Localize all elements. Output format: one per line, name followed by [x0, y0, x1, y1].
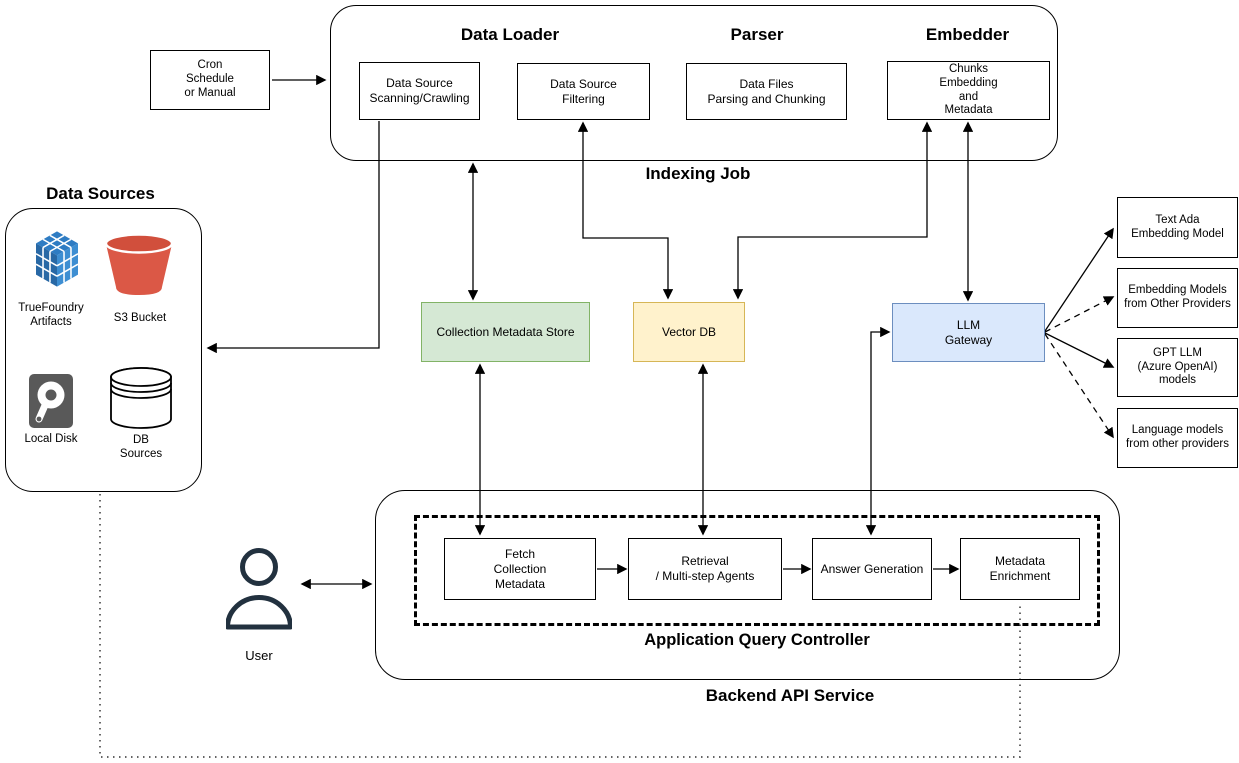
- application-query-controller-label: Application Query Controller: [644, 631, 870, 649]
- node-llm-gateway: LLM Gateway: [892, 303, 1045, 362]
- node-gpt-llm-azure-openai: GPT LLM (Azure OpenAI) models: [1117, 338, 1238, 397]
- user-icon: [226, 540, 292, 630]
- connector-embedder-vector-db: [732, 121, 933, 300]
- node-vector-db: Vector DB: [633, 302, 745, 362]
- node-text-ada-embedding-model: Text Ada Embedding Model: [1117, 197, 1238, 258]
- truefoundry-artifacts-icon: [36, 231, 78, 287]
- node-answer-generation: Answer Generation: [812, 538, 932, 600]
- node-data-source-filtering: Data Source Filtering: [517, 63, 650, 120]
- local-disk-label: Local Disk: [24, 433, 78, 445]
- connector-answer-generation-llm-gateway: [865, 326, 891, 536]
- section-title-parser: Parser: [730, 25, 784, 44]
- connector-llm-to-embedding-models: [1044, 296, 1115, 333]
- connector-llm-to-language-models: [1044, 333, 1114, 439]
- connector-llm-to-gpt-llm: [1044, 332, 1115, 368]
- node-embedding-models-other-providers: Embedding Models from Other Providers: [1117, 268, 1238, 328]
- backend-api-service-container: [375, 490, 1120, 680]
- node-language-models-other-providers: Language models from other providers: [1117, 408, 1238, 468]
- node-cron-schedule: Cron Schedule or Manual: [150, 50, 270, 110]
- section-title-data-loader: Data Loader: [460, 25, 560, 44]
- connector-filtering-vector-db: [577, 121, 674, 300]
- data-sources-title: Data Sources: [46, 184, 155, 203]
- node-collection-metadata-store: Collection Metadata Store: [421, 302, 590, 362]
- truefoundry-artifacts-label: TrueFoundry Artifacts: [18, 302, 84, 329]
- s3-bucket-icon: [105, 233, 173, 297]
- s3-bucket-label: S3 Bucket: [113, 312, 167, 324]
- node-fetch-collection-metadata: Fetch Collection Metadata: [444, 538, 596, 600]
- data-sources-container: [5, 208, 202, 492]
- database-icon: [110, 367, 172, 429]
- indexing-job-container: [330, 5, 1058, 161]
- local-disk-icon: [29, 374, 73, 428]
- node-retrieval-multistep-agents: Retrieval / Multi-step Agents: [628, 538, 782, 600]
- user-label: User: [245, 648, 273, 663]
- node-chunks-embedding: Chunks Embedding and Metadata: [887, 61, 1050, 120]
- node-data-files-parsing: Data Files Parsing and Chunking: [686, 63, 847, 120]
- connector-scanning-to-data-sources: [206, 121, 380, 354]
- db-sources-label: DB Sources: [119, 434, 163, 461]
- indexing-job-label: Indexing Job: [645, 164, 751, 183]
- backend-api-service-label: Backend API Service: [705, 686, 875, 705]
- node-metadata-enrichment: Metadata Enrichment: [960, 538, 1080, 600]
- node-data-source-scanning: Data Source Scanning/Crawling: [359, 62, 480, 120]
- section-title-embedder: Embedder: [925, 25, 1010, 44]
- connector-llm-to-text-ada: [1044, 227, 1114, 332]
- application-query-controller-box: [414, 515, 1100, 626]
